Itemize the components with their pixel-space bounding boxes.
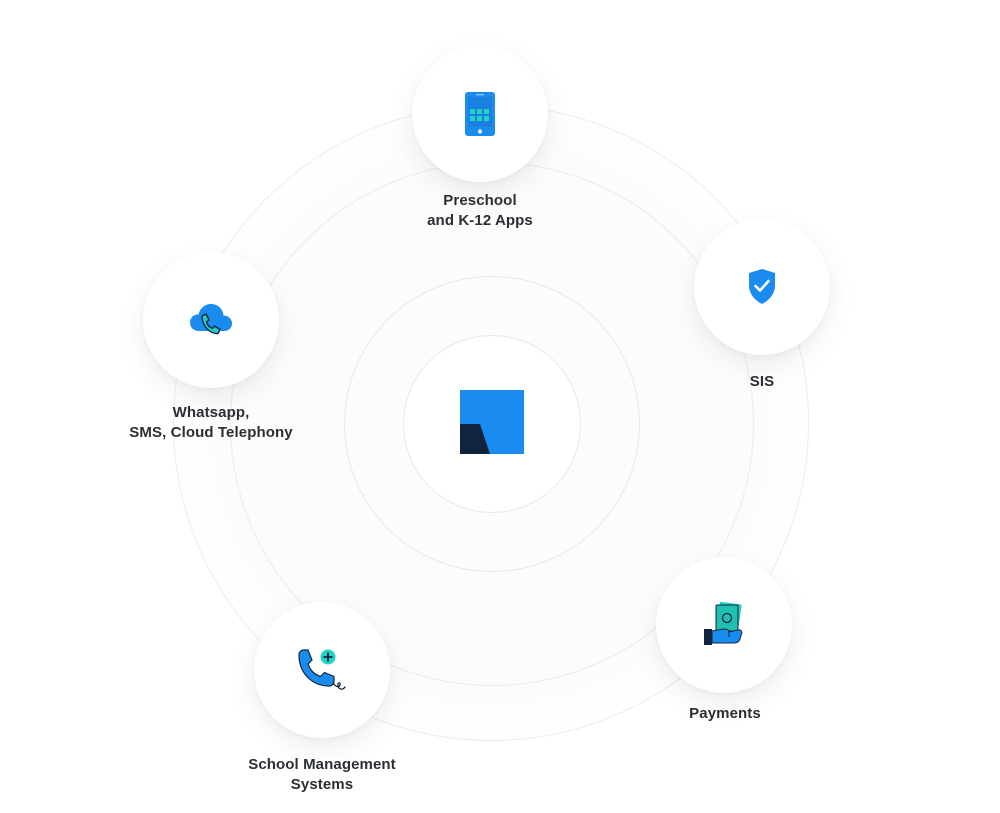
node-label-line: SMS, Cloud Telephony bbox=[129, 424, 293, 441]
node-payments[interactable] bbox=[656, 557, 792, 693]
node-sis[interactable] bbox=[694, 219, 830, 355]
node-label-line: School Management bbox=[248, 756, 396, 773]
hand-money-icon bbox=[704, 601, 743, 645]
node-label-line: Preschool bbox=[443, 192, 517, 209]
node-telephony[interactable] bbox=[143, 252, 279, 388]
node-label-line: SIS bbox=[749, 373, 775, 390]
node-label-sis: SIS bbox=[712, 372, 812, 392]
cloud-phone-icon bbox=[190, 304, 232, 335]
node-label-line: Whatsapp, bbox=[172, 404, 250, 421]
node-label-payments: Payments bbox=[660, 704, 790, 724]
brand-logo-icon bbox=[460, 390, 524, 454]
mobile-apps-icon bbox=[465, 92, 495, 136]
node-sms[interactable] bbox=[254, 602, 390, 738]
node-apps[interactable] bbox=[412, 46, 548, 182]
node-label-apps: Preschool and K-12 Apps bbox=[400, 191, 560, 231]
inner-orbit-ring bbox=[344, 276, 640, 572]
node-label-telephony: Whatsapp, SMS, Cloud Telephony bbox=[100, 403, 322, 443]
node-label-line: and K-12 Apps bbox=[427, 212, 533, 229]
node-label-line: Systems bbox=[290, 776, 354, 793]
node-label-sms: School Management Systems bbox=[222, 755, 422, 795]
phone-add-icon bbox=[298, 649, 346, 690]
shield-check-icon bbox=[749, 269, 775, 304]
node-label-line: Payments bbox=[689, 705, 761, 722]
